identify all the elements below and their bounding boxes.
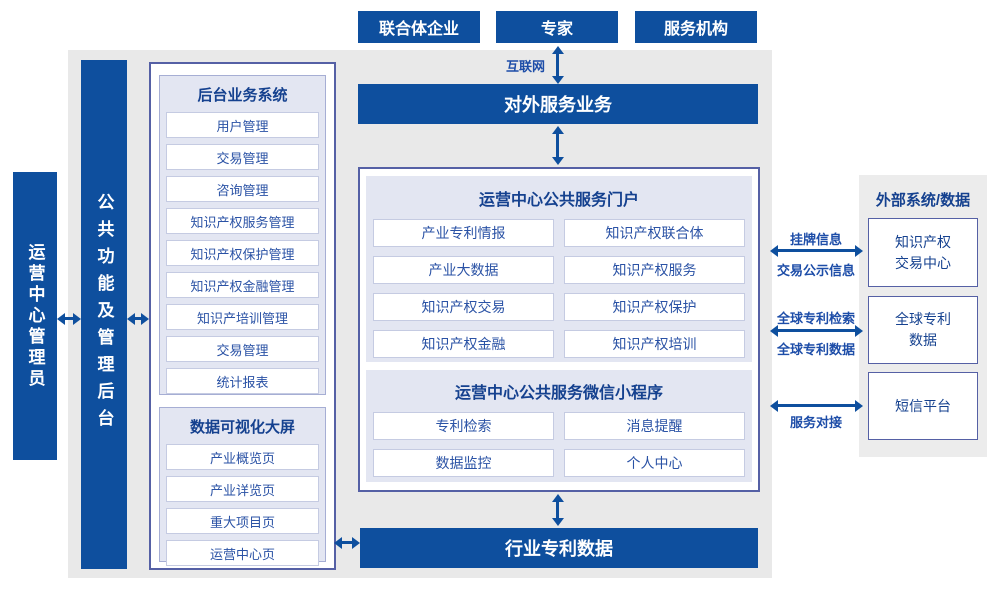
backoffice-item: 用户管理 xyxy=(166,112,319,138)
dashboard-item: 运营中心页 xyxy=(166,540,319,566)
external-system-sms: 短信平台 xyxy=(868,372,978,440)
backoffice-item: 知识产权金融管理 xyxy=(166,272,319,298)
service-connect-label: 服务对接 xyxy=(789,415,842,430)
dashboard-item: 重大项目页 xyxy=(166,508,319,534)
portal-section: 运营中心公共服务门户 产业专利情报 知识产权联合体 产业大数据 知识产权服务 知… xyxy=(366,176,752,362)
external-service-bar: 对外服务业务 xyxy=(358,84,758,124)
listing-info-label: 挂牌信息 xyxy=(789,232,842,247)
miniprogram-item: 专利检索 xyxy=(373,412,554,440)
actor-expert-box: 专家 xyxy=(496,11,618,43)
arrow-global-patent xyxy=(770,324,863,337)
miniprogram-item: 数据监控 xyxy=(373,449,554,477)
actor-agency-box: 服务机构 xyxy=(635,11,757,43)
portal-item: 知识产权联合体 xyxy=(564,219,745,247)
portal-item: 知识产权服务 xyxy=(564,256,745,284)
portal-item: 知识产权交易 xyxy=(373,293,554,321)
backend-functions-bar: 公共功能及管理后台 xyxy=(81,60,127,569)
backoffice-item: 知识产权服务管理 xyxy=(166,208,319,234)
portal-item: 产业专利情报 xyxy=(373,219,554,247)
industry-data-bar: 行业专利数据 xyxy=(360,528,758,568)
portal-item: 知识产权金融 xyxy=(373,330,554,358)
backoffice-item: 统计报表 xyxy=(166,368,319,394)
portal-item: 知识产权保护 xyxy=(564,293,745,321)
actor-consortium-box: 联合体企业 xyxy=(358,11,480,43)
internet-label: 互联网 xyxy=(505,59,545,74)
operations-admin-bar: 运营中心管理员 xyxy=(13,172,57,460)
portal-title: 运营中心公共服务门户 xyxy=(478,192,639,209)
miniprogram-item: 个人中心 xyxy=(564,449,745,477)
dashboard-item: 产业详览页 xyxy=(166,476,319,502)
miniprogram-item: 消息提醒 xyxy=(564,412,745,440)
backoffice-item: 咨询管理 xyxy=(166,176,319,202)
external-panel-title: 外部系统/数据 xyxy=(875,192,971,209)
global-patent-search-label: 全球专利检索 xyxy=(776,311,855,326)
trade-publicity-label: 交易公示信息 xyxy=(776,263,855,278)
arrow-trade-center xyxy=(770,244,863,257)
backoffice-section: 后台业务系统 用户管理 交易管理 咨询管理 知识产权服务管理 知识产权保护管理 … xyxy=(159,75,326,395)
external-system-trade-center: 知识产权 交易中心 xyxy=(868,218,978,287)
backoffice-item: 知识产培训管理 xyxy=(166,304,319,330)
miniprogram-section: 运营中心公共服务微信小程序 专利检索 消息提醒 数据监控 个人中心 xyxy=(366,370,752,482)
arrow-backend-to-backoffice xyxy=(127,312,149,325)
dashboard-section: 数据可视化大屏 产业概览页 产业详览页 重大项目页 运营中心页 xyxy=(159,407,326,566)
backoffice-item: 交易管理 xyxy=(166,336,319,362)
arrow-backoffice-to-industry xyxy=(334,536,360,549)
backoffice-item: 知识产权保护管理 xyxy=(166,240,319,266)
backoffice-title: 后台业务系统 xyxy=(197,87,288,104)
backoffice-item: 交易管理 xyxy=(166,144,319,170)
portal-item: 知识产权培训 xyxy=(564,330,745,358)
arrow-service-to-portal xyxy=(551,126,564,165)
portal-item: 产业大数据 xyxy=(373,256,554,284)
global-patent-data-label: 全球专利数据 xyxy=(776,342,855,357)
dashboard-item: 产业概览页 xyxy=(166,444,319,470)
arrow-portal-to-industry xyxy=(551,494,564,526)
dashboard-title: 数据可视化大屏 xyxy=(189,419,295,436)
external-system-global-patent: 全球专利 数据 xyxy=(868,296,978,364)
arrow-internet xyxy=(551,46,564,84)
miniprogram-title: 运营中心公共服务微信小程序 xyxy=(454,385,663,402)
arrow-service-connect xyxy=(770,399,863,412)
arrow-admin-to-backend xyxy=(57,312,81,325)
